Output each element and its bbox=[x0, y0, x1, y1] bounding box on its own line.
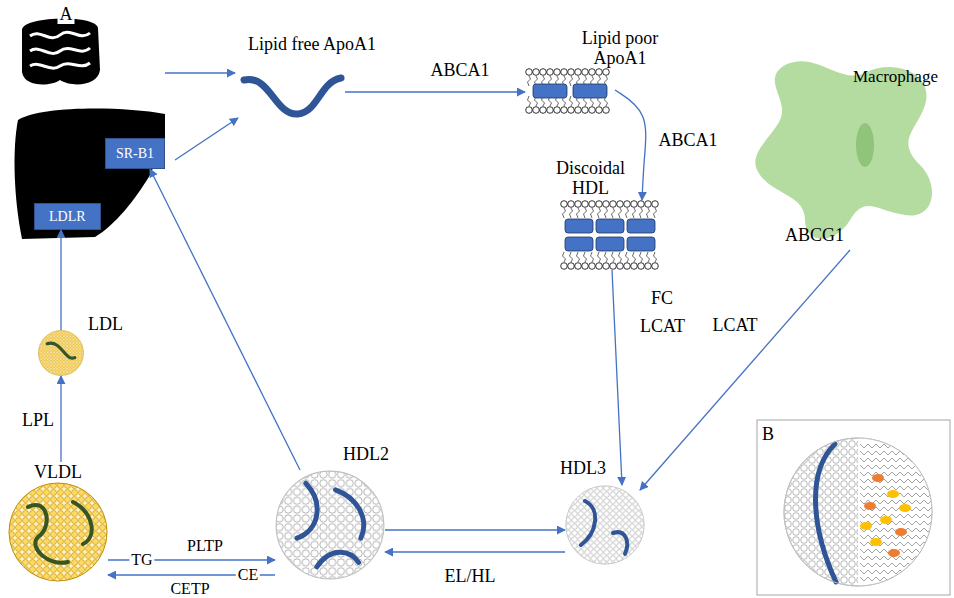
panel-letter: A bbox=[58, 4, 75, 24]
receptor-box: SR-B1 bbox=[105, 138, 165, 169]
node-title: Lipid free ApoA1 bbox=[248, 34, 376, 54]
flow-arrow bbox=[60, 376, 61, 462]
lipid-bilayer bbox=[526, 69, 610, 114]
apoa1-block bbox=[596, 237, 624, 251]
apoa1-block bbox=[596, 219, 624, 233]
node-shape bbox=[565, 485, 645, 565]
node-title: HDL2 bbox=[343, 444, 389, 464]
apolipoprotein bbox=[47, 343, 75, 358]
particle-body bbox=[276, 471, 384, 579]
secretion-arrow bbox=[165, 72, 235, 73]
node-title: LDLR bbox=[49, 208, 86, 225]
node-title: HDL3 bbox=[560, 458, 606, 478]
node-note: ABCG1 bbox=[785, 225, 844, 245]
hdl2-particle: HDL2 bbox=[275, 470, 385, 580]
enzyme-label: ABCA1 bbox=[428, 60, 491, 80]
ldl-particle: LDL bbox=[38, 330, 84, 376]
apolipoprotein bbox=[297, 483, 317, 538]
particle-body bbox=[9, 483, 107, 581]
lipid-poor-node: Lipid poor ApoA1 bbox=[525, 68, 615, 114]
node-title: LDL bbox=[88, 314, 123, 334]
discoidal-hdl-node: Discoidal HDL bbox=[560, 200, 660, 270]
liver-icon bbox=[15, 109, 165, 239]
enzyme-label: FC LCAT bbox=[638, 284, 686, 340]
apolipoprotein bbox=[613, 532, 627, 554]
particle-body bbox=[38, 330, 83, 375]
particle-body bbox=[566, 486, 644, 564]
inset-frame bbox=[757, 420, 950, 595]
apoa1-block bbox=[627, 237, 655, 251]
apoa1-block bbox=[573, 84, 607, 98]
node-shape bbox=[525, 68, 615, 114]
apolipoprotein bbox=[28, 505, 68, 563]
apolipoprotein bbox=[581, 501, 595, 545]
flow-arrow bbox=[345, 91, 525, 92]
flow-arrow bbox=[60, 230, 61, 330]
node-shape bbox=[560, 200, 660, 270]
lipid-bilayer bbox=[561, 201, 659, 270]
nucleus bbox=[856, 123, 874, 167]
node-shape bbox=[38, 330, 84, 376]
enzyme-label: LPL bbox=[20, 410, 56, 430]
apoa1-block bbox=[565, 219, 593, 233]
apoa1-chain bbox=[244, 78, 341, 114]
enzyme-label: PLTP bbox=[185, 536, 225, 556]
secretion-arrow bbox=[175, 118, 238, 160]
node-title: Lipid poor ApoA1 bbox=[570, 28, 670, 68]
apoa1-block bbox=[565, 237, 593, 251]
node-shape bbox=[240, 70, 345, 120]
apolipoprotein bbox=[317, 552, 359, 567]
enzyme-label: ABCA1 bbox=[656, 130, 719, 150]
hdl-structure-inset bbox=[784, 438, 938, 588]
node-title: Discoidal HDL bbox=[553, 158, 628, 198]
lipid-label: CE bbox=[236, 565, 260, 585]
node-shape bbox=[275, 470, 385, 580]
node-title: SR-B1 bbox=[116, 145, 154, 162]
flow-arrow bbox=[150, 169, 300, 470]
flow-arrow bbox=[108, 559, 275, 560]
flow-arrow bbox=[615, 90, 646, 200]
hdl3-particle: HDL3 bbox=[565, 485, 645, 565]
flow-arrow bbox=[385, 529, 565, 530]
flow-arrow bbox=[385, 551, 565, 552]
apoa1-block bbox=[627, 219, 655, 233]
apolipoprotein bbox=[73, 502, 92, 544]
flow-arrow bbox=[108, 574, 275, 575]
macrophage-node: MacrophageABCG1 bbox=[745, 45, 940, 250]
apoa1-node: Lipid free ApoA1 bbox=[240, 70, 345, 120]
node-title: Macrophage bbox=[853, 67, 938, 87]
node-title: VLDL bbox=[8, 462, 108, 482]
node-shape bbox=[8, 482, 108, 582]
apoa1-block bbox=[533, 84, 567, 98]
receptor-box: LDLR bbox=[34, 203, 101, 230]
flow-arrow bbox=[612, 270, 622, 485]
panel-letter: B bbox=[760, 424, 776, 444]
enzyme-label: LCAT bbox=[711, 315, 760, 335]
intestine-icon bbox=[22, 18, 100, 84]
apolipoprotein bbox=[336, 490, 364, 538]
macrophage-cell bbox=[755, 61, 932, 239]
vldl-particle: VLDL bbox=[8, 462, 108, 582]
enzyme-label: CETP bbox=[168, 579, 211, 598]
lipid-label: TG bbox=[129, 550, 154, 570]
flow-arrow bbox=[640, 250, 850, 490]
enzyme-label: EL/HL bbox=[443, 566, 498, 586]
